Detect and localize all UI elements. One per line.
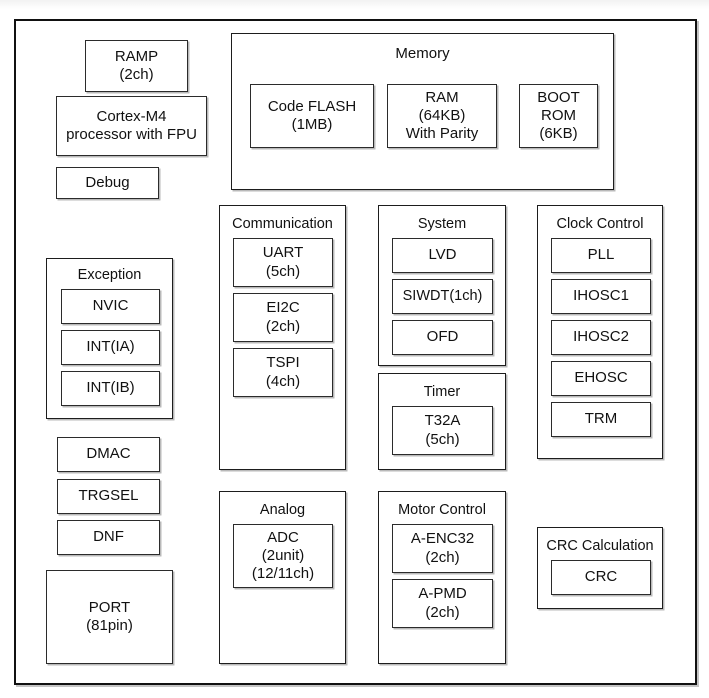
block-crc[interactable]: CRC xyxy=(551,560,651,595)
block-a-pmd-line1: A-PMD xyxy=(418,585,467,603)
block-a-pmd-line2: (2ch) xyxy=(425,603,460,621)
block-tspi-line2: (4ch) xyxy=(265,372,301,390)
block-ihosc2-label: IHOSC2 xyxy=(573,328,629,346)
block-dmac[interactable]: DMAC xyxy=(57,437,160,472)
group-crc-calculation[interactable]: CRC Calculation CRC xyxy=(537,527,663,609)
block-ei2c[interactable]: EI2C (2ch) xyxy=(233,293,333,342)
block-pll-label: PLL xyxy=(587,246,615,264)
block-port-line1: PORT xyxy=(88,598,131,616)
group-exception-title: Exception xyxy=(77,267,142,283)
block-adc-line1: ADC xyxy=(267,528,299,546)
block-nvic[interactable]: NVIC xyxy=(61,289,160,324)
block-ihosc1-label: IHOSC1 xyxy=(573,287,629,305)
block-crc-label: CRC xyxy=(584,568,618,586)
block-uart-line2: (5ch) xyxy=(265,262,301,280)
block-lvd-label: LVD xyxy=(428,246,457,264)
block-int-ia[interactable]: INT(IA) xyxy=(61,330,160,365)
group-motor-control[interactable]: Motor Control A-ENC32 (2ch) A-PMD (2ch) xyxy=(378,491,506,664)
block-a-enc32-line1: A-ENC32 xyxy=(410,530,475,548)
block-port[interactable]: PORT (81pin) xyxy=(46,570,173,664)
block-ehosc-label: EHOSC xyxy=(574,369,628,387)
block-int-ib-label: INT(IB) xyxy=(86,379,135,397)
group-system-title: System xyxy=(417,216,467,232)
group-timer-title: Timer xyxy=(423,384,461,400)
block-ram-line3: With Parity xyxy=(405,125,479,143)
block-trm[interactable]: TRM xyxy=(551,402,651,437)
block-cortex-m4-line1: Cortex-M4 xyxy=(96,107,167,125)
block-a-enc32[interactable]: A-ENC32 (2ch) xyxy=(392,524,493,573)
block-int-ib[interactable]: INT(IB) xyxy=(61,371,160,406)
block-ehosc[interactable]: EHOSC xyxy=(551,361,651,396)
block-ram-line1: RAM xyxy=(425,88,459,106)
block-ramp-line1: RAMP xyxy=(114,47,159,65)
block-dmac-label: DMAC xyxy=(86,445,131,463)
block-code-flash-line1: Code FLASH xyxy=(267,97,357,115)
block-ram[interactable]: RAM (64KB) With Parity xyxy=(387,84,497,148)
block-pll[interactable]: PLL xyxy=(551,238,651,273)
block-ram-line2: (64KB) xyxy=(418,106,466,124)
block-ofd[interactable]: OFD xyxy=(392,320,493,355)
block-ofd-label: OFD xyxy=(426,328,459,346)
block-siwdt[interactable]: SIWDT(1ch) xyxy=(392,279,493,314)
block-boot-rom-line3: (6KB) xyxy=(539,125,578,143)
group-clock-control[interactable]: Clock Control PLL IHOSC1 IHOSC2 EHOSC TR… xyxy=(537,205,663,459)
block-a-pmd[interactable]: A-PMD (2ch) xyxy=(392,579,493,628)
group-memory-title: Memory xyxy=(395,45,450,62)
block-adc[interactable]: ADC (2unit) (12/11ch) xyxy=(233,524,333,588)
block-code-flash-line2: (1MB) xyxy=(291,116,333,133)
block-ramp[interactable]: RAMP (2ch) xyxy=(85,40,188,92)
block-ihosc2[interactable]: IHOSC2 xyxy=(551,320,651,355)
group-timer[interactable]: Timer T32A (5ch) xyxy=(378,373,506,470)
block-t32a[interactable]: T32A (5ch) xyxy=(392,406,493,455)
block-trgsel-label: TRGSEL xyxy=(78,487,139,505)
group-analog[interactable]: Analog ADC (2unit) (12/11ch) xyxy=(219,491,346,664)
group-system[interactable]: System LVD SIWDT(1ch) OFD xyxy=(378,205,506,366)
top-page-edge-gradient xyxy=(0,0,709,9)
block-boot-rom[interactable]: BOOT ROM (6KB) xyxy=(519,84,598,148)
block-lvd[interactable]: LVD xyxy=(392,238,493,273)
block-ei2c-line2: (2ch) xyxy=(265,317,301,335)
block-dnf[interactable]: DNF xyxy=(57,520,160,555)
group-memory[interactable]: Memory Code FLASH (1MB) RAM (64KB) With … xyxy=(231,33,614,190)
block-trgsel[interactable]: TRGSEL xyxy=(57,479,160,514)
block-int-ia-label: INT(IA) xyxy=(86,338,135,356)
block-cortex-m4-line2: processor with FPU xyxy=(66,126,197,143)
block-uart-line1: UART xyxy=(262,244,304,262)
group-motor-control-title: Motor Control xyxy=(398,502,486,518)
block-t32a-line1: T32A xyxy=(424,412,461,430)
block-ihosc1[interactable]: IHOSC1 xyxy=(551,279,651,314)
group-crc-calculation-title: CRC Calculation xyxy=(546,538,654,554)
block-siwdt-label: SIWDT(1ch) xyxy=(402,287,483,304)
block-a-enc32-line2: (2ch) xyxy=(425,548,460,566)
block-port-line2: (81pin) xyxy=(86,617,133,634)
block-dnf-label: DNF xyxy=(93,528,124,546)
block-boot-rom-line1: BOOT xyxy=(537,88,580,106)
block-cortex-m4[interactable]: Cortex-M4 processor with FPU xyxy=(56,96,207,156)
block-boot-rom-line2: ROM xyxy=(541,106,576,124)
block-nvic-label: NVIC xyxy=(92,297,129,315)
block-debug[interactable]: Debug xyxy=(56,167,159,199)
block-tspi-line1: TSPI xyxy=(266,354,300,372)
block-debug-label: Debug xyxy=(85,173,130,191)
block-uart[interactable]: UART (5ch) xyxy=(233,238,333,287)
group-clock-control-title: Clock Control xyxy=(556,216,644,232)
group-communication[interactable]: Communication UART (5ch) EI2C (2ch) TSPI… xyxy=(219,205,346,470)
block-adc-line3: (12/11ch) xyxy=(251,565,315,583)
block-ei2c-line1: EI2C xyxy=(266,299,300,317)
block-tspi[interactable]: TSPI (4ch) xyxy=(233,348,333,397)
group-communication-title: Communication xyxy=(232,216,333,232)
block-t32a-line2: (5ch) xyxy=(425,430,460,448)
group-analog-title: Analog xyxy=(259,502,306,518)
block-trm-label: TRM xyxy=(584,410,618,428)
block-code-flash[interactable]: Code FLASH (1MB) xyxy=(250,84,374,148)
block-adc-line2: (2unit) xyxy=(261,546,305,564)
block-ramp-line2: (2ch) xyxy=(119,66,154,83)
group-exception[interactable]: Exception NVIC INT(IA) INT(IB) xyxy=(46,258,173,419)
